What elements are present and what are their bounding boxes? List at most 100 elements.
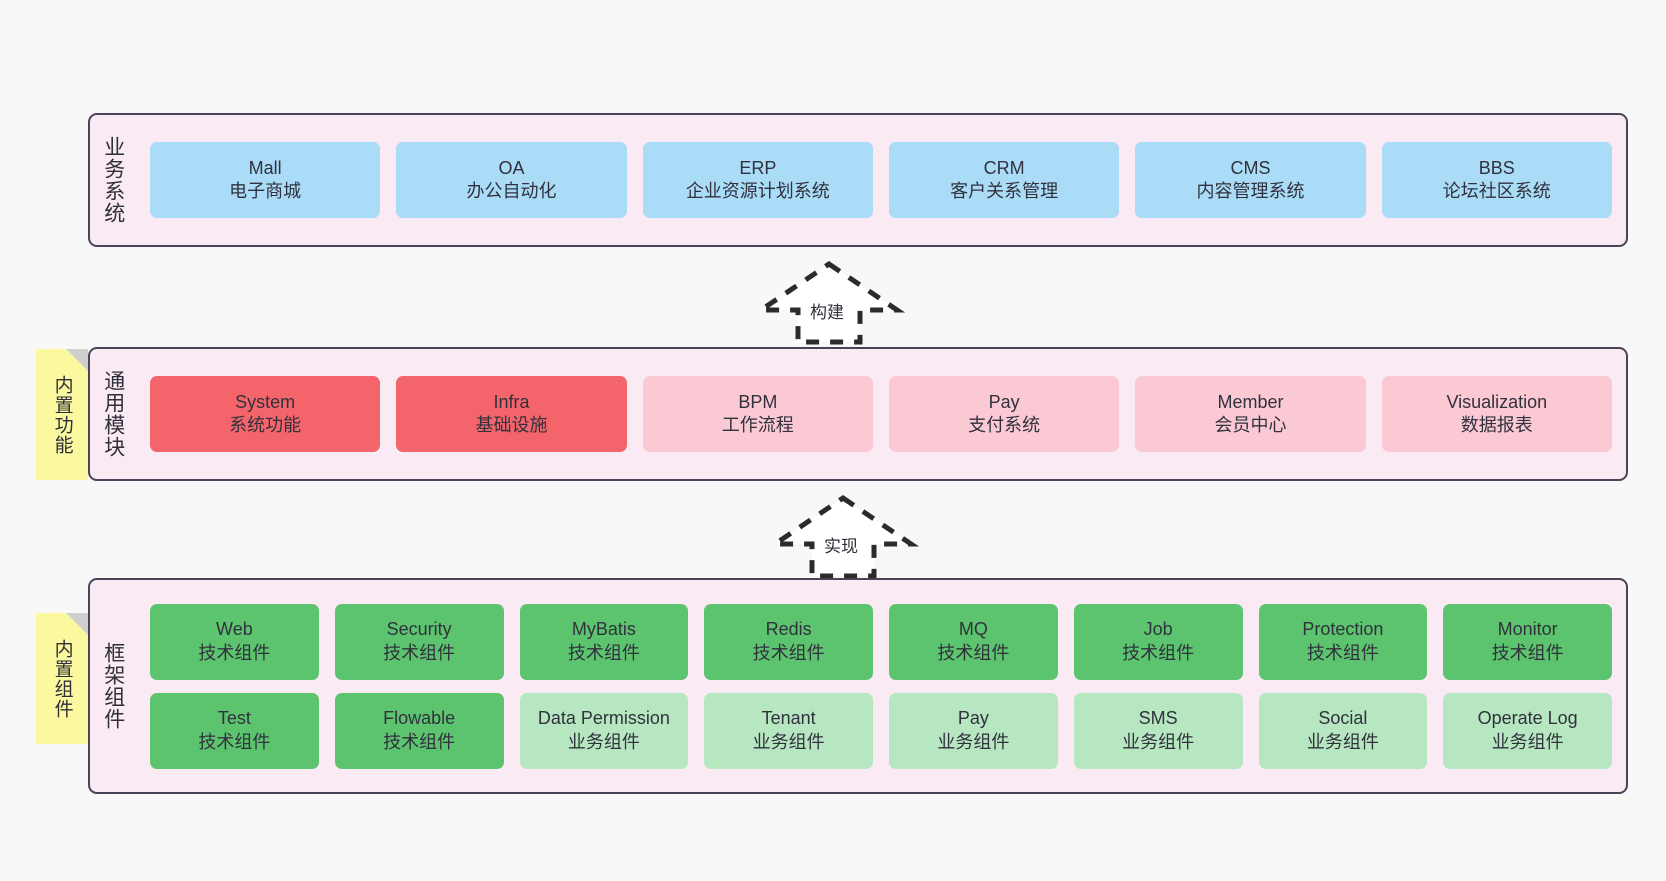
- box-pay-module[interactable]: Pay 支付系统: [888, 376, 1120, 452]
- box-data-permission-cn: 业务组件: [567, 731, 640, 752]
- box-oa[interactable]: OA 办公自动化: [396, 142, 627, 218]
- sticky-note-builtin-components-label: 内置组件: [51, 638, 73, 719]
- box-pay-component-en: Pay: [957, 708, 989, 729]
- box-monitor-cn: 技术组件: [1491, 642, 1564, 663]
- layer-label-modules: 通用模块: [101, 370, 125, 458]
- box-pay-component-cn: 业务组件: [937, 731, 1010, 752]
- layer-body-framework: Web 技术组件 Security 技术组件 MyBatis 技术组件 Redi…: [136, 580, 1626, 792]
- box-mybatis-en: MyBatis: [571, 619, 636, 640]
- box-crm[interactable]: CRM 客户关系管理: [888, 142, 1120, 218]
- note-fold-corner-icon: [66, 613, 88, 635]
- box-redis-en: Redis: [765, 619, 812, 640]
- layer-label-business: 业务系统: [101, 136, 125, 224]
- box-cms-en: CMS: [1230, 157, 1271, 178]
- box-visualization-en: Visualization: [1446, 391, 1548, 412]
- box-monitor[interactable]: Monitor 技术组件: [1443, 603, 1612, 680]
- box-oa-cn: 办公自动化: [466, 181, 557, 201]
- connector-build-label: 构建: [810, 303, 844, 322]
- box-bpm-cn: 工作流程: [721, 415, 794, 435]
- row-modules-1: System 系统功能 Infra 基础设施 BPM 工作流程 Pay 支付系统…: [150, 376, 1612, 452]
- box-tenant[interactable]: Tenant 业务组件: [704, 692, 873, 769]
- box-bpm[interactable]: BPM 工作流程: [642, 376, 873, 452]
- note-fold-corner-icon: [66, 349, 88, 371]
- layer-framework-components: 框架组件 Web 技术组件 Security 技术组件 MyBatis 技术组件…: [88, 578, 1628, 794]
- box-social[interactable]: Social 业务组件: [1258, 692, 1428, 769]
- box-pay-module-en: Pay: [988, 391, 1020, 412]
- box-flowable[interactable]: Flowable 技术组件: [334, 692, 504, 769]
- box-mybatis[interactable]: MyBatis 技术组件: [519, 603, 689, 680]
- box-cms[interactable]: CMS 内容管理系统: [1135, 142, 1366, 218]
- box-crm-en: CRM: [983, 157, 1025, 178]
- box-pay-component[interactable]: Pay 业务组件: [889, 692, 1058, 769]
- box-flowable-en: Flowable: [383, 708, 456, 729]
- box-test-cn: 技术组件: [198, 731, 271, 752]
- box-data-permission-en: Data Permission: [537, 708, 670, 729]
- box-web-cn: 技术组件: [198, 642, 271, 663]
- box-test[interactable]: Test 技术组件: [150, 692, 319, 769]
- box-mq-cn: 技术组件: [937, 642, 1010, 663]
- box-member-en: Member: [1217, 391, 1284, 412]
- box-mq[interactable]: MQ 技术组件: [889, 603, 1058, 680]
- box-flowable-cn: 技术组件: [383, 731, 456, 752]
- box-protection-en: Protection: [1302, 619, 1384, 640]
- box-web-en: Web: [216, 619, 253, 640]
- box-operate-log-en: Operate Log: [1477, 708, 1578, 729]
- box-job-cn: 技术组件: [1122, 642, 1195, 663]
- sticky-note-builtin-components: 内置组件: [36, 613, 88, 744]
- box-erp-en: ERP: [739, 157, 777, 178]
- box-job-en: Job: [1143, 619, 1173, 640]
- box-monitor-en: Monitor: [1497, 619, 1558, 640]
- box-infra-en: Infra: [493, 391, 530, 412]
- box-visualization-cn: 数据报表: [1460, 415, 1533, 435]
- sticky-note-builtin-features-label: 内置功能: [51, 374, 73, 455]
- box-bpm-en: BPM: [738, 391, 778, 412]
- layer-common-modules: 通用模块 System 系统功能 Infra 基础设施 BPM 工作流程 Pay…: [88, 347, 1628, 481]
- box-web[interactable]: Web 技术组件: [150, 603, 319, 680]
- box-operate-log[interactable]: Operate Log 业务组件: [1443, 692, 1612, 769]
- layer-body-modules: System 系统功能 Infra 基础设施 BPM 工作流程 Pay 支付系统…: [136, 349, 1626, 479]
- box-protection[interactable]: Protection 技术组件: [1258, 603, 1428, 680]
- box-tenant-cn: 业务组件: [752, 731, 825, 752]
- box-bbs-cn: 论坛社区系统: [1442, 181, 1551, 201]
- row-framework-tech: Web 技术组件 Security 技术组件 MyBatis 技术组件 Redi…: [150, 603, 1612, 680]
- connector-implement-arrow: 实现: [766, 494, 920, 580]
- box-cms-cn: 内容管理系统: [1196, 181, 1305, 201]
- layer-business-system: 业务系统 Mall 电子商城 OA 办公自动化 ERP 企业资源计划系统 CRM…: [88, 113, 1628, 247]
- box-visualization[interactable]: Visualization 数据报表: [1381, 376, 1612, 452]
- box-sms[interactable]: SMS 业务组件: [1073, 692, 1243, 769]
- box-system[interactable]: System 系统功能: [150, 376, 381, 452]
- connector-implement-label: 实现: [824, 537, 858, 556]
- box-member[interactable]: Member 会员中心: [1135, 376, 1366, 452]
- box-crm-cn: 客户关系管理: [950, 181, 1059, 201]
- box-sms-cn: 业务组件: [1122, 731, 1195, 752]
- box-tenant-en: Tenant: [761, 708, 816, 729]
- box-redis-cn: 技术组件: [752, 642, 825, 663]
- box-infra[interactable]: Infra 基础设施: [396, 376, 627, 452]
- box-sms-en: SMS: [1138, 708, 1178, 729]
- box-erp-cn: 企业资源计划系统: [685, 181, 830, 201]
- box-bbs[interactable]: BBS 论坛社区系统: [1381, 142, 1612, 218]
- row-framework-business: Test 技术组件 Flowable 技术组件 Data Permission …: [150, 692, 1612, 769]
- box-bbs-en: BBS: [1478, 157, 1515, 178]
- box-data-permission[interactable]: Data Permission 业务组件: [519, 692, 689, 769]
- box-system-cn: 系统功能: [229, 415, 302, 435]
- box-security-en: Security: [386, 619, 452, 640]
- box-social-cn: 业务组件: [1306, 731, 1379, 752]
- box-protection-cn: 技术组件: [1306, 642, 1379, 663]
- box-security[interactable]: Security 技术组件: [334, 603, 504, 680]
- box-mq-en: MQ: [958, 619, 988, 640]
- box-infra-cn: 基础设施: [475, 415, 548, 435]
- sticky-note-builtin-features: 内置功能: [36, 349, 88, 480]
- box-test-en: Test: [217, 708, 251, 729]
- connector-build-arrow: 构建: [752, 260, 906, 346]
- layer-body-business: Mall 电子商城 OA 办公自动化 ERP 企业资源计划系统 CRM 客户关系…: [136, 115, 1626, 245]
- box-pay-module-cn: 支付系统: [968, 415, 1041, 435]
- box-erp[interactable]: ERP 企业资源计划系统: [642, 142, 873, 218]
- box-redis[interactable]: Redis 技术组件: [704, 603, 873, 680]
- box-mall[interactable]: Mall 电子商城: [150, 142, 381, 218]
- box-job[interactable]: Job 技术组件: [1073, 603, 1243, 680]
- box-security-cn: 技术组件: [383, 642, 456, 663]
- box-mall-en: Mall: [248, 157, 282, 178]
- box-mybatis-cn: 技术组件: [567, 642, 640, 663]
